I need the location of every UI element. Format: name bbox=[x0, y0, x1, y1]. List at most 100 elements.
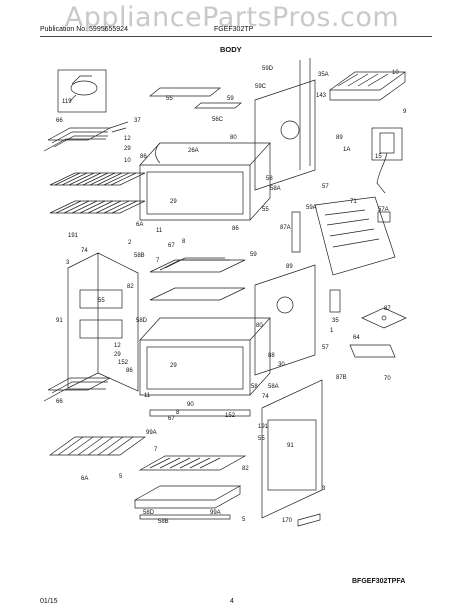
callout-8-b: 8 bbox=[176, 410, 180, 416]
upper-left-side-panel bbox=[67, 252, 99, 389]
callout-59a: 59A bbox=[306, 205, 317, 211]
callout-15: 15 bbox=[375, 154, 382, 160]
side-panel-window-1 bbox=[79, 289, 123, 309]
callout-58a-b: 58A bbox=[268, 384, 279, 390]
callout-58d-b: 58D bbox=[143, 510, 155, 516]
callout-3-a: 3 bbox=[66, 260, 70, 266]
section-title: BODY bbox=[220, 45, 242, 54]
callout-55-c: 55 bbox=[98, 298, 105, 304]
callout-8-a: 8 bbox=[182, 239, 186, 245]
upper-rack-2-wires bbox=[55, 200, 138, 214]
upper-drawer-rack bbox=[149, 259, 246, 273]
part-57a-shape bbox=[377, 211, 391, 223]
callout-87: 87 bbox=[384, 306, 391, 312]
terminal-pin-1 bbox=[381, 315, 387, 321]
callout-59c: 59C bbox=[255, 84, 267, 90]
footer-date: 01/15 bbox=[40, 598, 58, 605]
header-rule bbox=[40, 36, 432, 37]
callout-5-b: 5 bbox=[242, 517, 246, 523]
callout-58b-a: 58B bbox=[134, 253, 145, 259]
part-59a-bracket bbox=[291, 211, 301, 253]
lower-rack bbox=[48, 436, 147, 456]
publication-number: Publication No. 5995655924 bbox=[40, 26, 128, 33]
callout-87a: 87A bbox=[280, 225, 291, 231]
callout-6a-b: 6A bbox=[81, 476, 88, 482]
callout-67-b: 67 bbox=[168, 416, 175, 422]
callout-57a: 57A bbox=[378, 207, 389, 213]
callout-170: 170 bbox=[282, 518, 293, 524]
part-119-wires bbox=[69, 75, 92, 102]
callout-12-b: 12 bbox=[114, 343, 121, 349]
inset-box-15 bbox=[371, 127, 403, 161]
callout-7-a: 7 bbox=[156, 258, 160, 264]
callout-55-a: 55 bbox=[166, 96, 173, 102]
upper-convection-fan bbox=[280, 120, 300, 140]
callout-55-b: 55 bbox=[262, 207, 269, 213]
watermark-text: AppliancePartsPros.com bbox=[64, 2, 400, 33]
callout-57-a: 57 bbox=[322, 184, 329, 190]
upper-rack-1-wires bbox=[54, 172, 137, 186]
callout-10-a: 10 bbox=[124, 158, 131, 164]
callout-6a-a: 6A bbox=[136, 222, 143, 228]
callout-35: 35 bbox=[332, 318, 339, 324]
callout-88: 88 bbox=[268, 353, 275, 359]
callout-3-b: 3 bbox=[322, 486, 326, 492]
callout-56c: 56C bbox=[212, 117, 224, 123]
callout-143: 143 bbox=[316, 93, 327, 99]
callout-119: 119 bbox=[62, 99, 72, 105]
callout-66-lower: 66 bbox=[56, 399, 63, 405]
callout-74-b: 74 bbox=[262, 394, 269, 400]
callout-191-b: 191 bbox=[258, 424, 269, 430]
lower-bake-element bbox=[43, 377, 111, 402]
callout-86-b: 86 bbox=[232, 226, 239, 232]
callout-7-b: 7 bbox=[154, 447, 158, 453]
callout-10: 10 bbox=[392, 70, 399, 76]
callout-58d-a: 58D bbox=[136, 318, 148, 324]
rear-back-panel-vents bbox=[324, 209, 380, 248]
part-35a-channel bbox=[299, 58, 311, 170]
callout-86-c: 86 bbox=[126, 368, 133, 374]
part-70-trim bbox=[349, 344, 396, 358]
part-59-bracket bbox=[194, 102, 242, 109]
callout-11-b: 11 bbox=[144, 393, 151, 399]
upper-rack-2 bbox=[49, 200, 146, 214]
lower-rear-panel bbox=[254, 264, 316, 376]
callout-89-b: 89 bbox=[286, 264, 293, 270]
part-170-bracket bbox=[297, 513, 321, 527]
callout-71: 71 bbox=[350, 199, 357, 205]
drawer-tray bbox=[133, 485, 242, 501]
callout-29-a: 29 bbox=[124, 146, 131, 152]
diagram-code: BFGEF302TPFA bbox=[352, 578, 406, 585]
lower-cavity-front bbox=[139, 340, 251, 396]
callout-58-b: 58 bbox=[251, 384, 258, 390]
right-side-panel-inner bbox=[267, 419, 317, 491]
upper-cavity-opening bbox=[146, 171, 244, 215]
drawer-tray-body bbox=[134, 486, 241, 509]
callout-58-a: 58 bbox=[266, 176, 273, 182]
callout-1a: 1A bbox=[343, 147, 350, 153]
callout-57-b: 57 bbox=[322, 345, 329, 351]
callout-99a-a: 99A bbox=[146, 430, 157, 436]
callout-152-b: 152 bbox=[225, 413, 236, 419]
callout-90: 90 bbox=[187, 402, 194, 408]
callout-87b: 87B bbox=[336, 375, 347, 381]
drawer-front-trim bbox=[139, 514, 231, 520]
callout-29-d: 29 bbox=[170, 363, 177, 369]
trim-90 bbox=[149, 409, 251, 417]
callout-58b-b: 58B bbox=[158, 519, 169, 525]
part-119-shape bbox=[70, 80, 98, 96]
callout-191-a: 191 bbox=[68, 233, 79, 239]
upper-bake-element bbox=[43, 127, 111, 152]
part-15-wire bbox=[376, 152, 388, 194]
callout-29-c: 29 bbox=[114, 352, 121, 358]
part-15-shape bbox=[379, 132, 395, 154]
callout-11-a: 11 bbox=[156, 228, 163, 234]
upper-cavity-seal bbox=[155, 142, 161, 164]
callout-91-a: 91 bbox=[56, 318, 63, 324]
callout-66-upper: 66 bbox=[56, 118, 63, 124]
drawer-rack bbox=[138, 455, 247, 471]
upper-left-side-panel-face bbox=[97, 252, 139, 392]
right-side-panel bbox=[261, 379, 323, 519]
inset-box-119 bbox=[57, 69, 107, 113]
callout-82-b: 82 bbox=[242, 466, 249, 472]
